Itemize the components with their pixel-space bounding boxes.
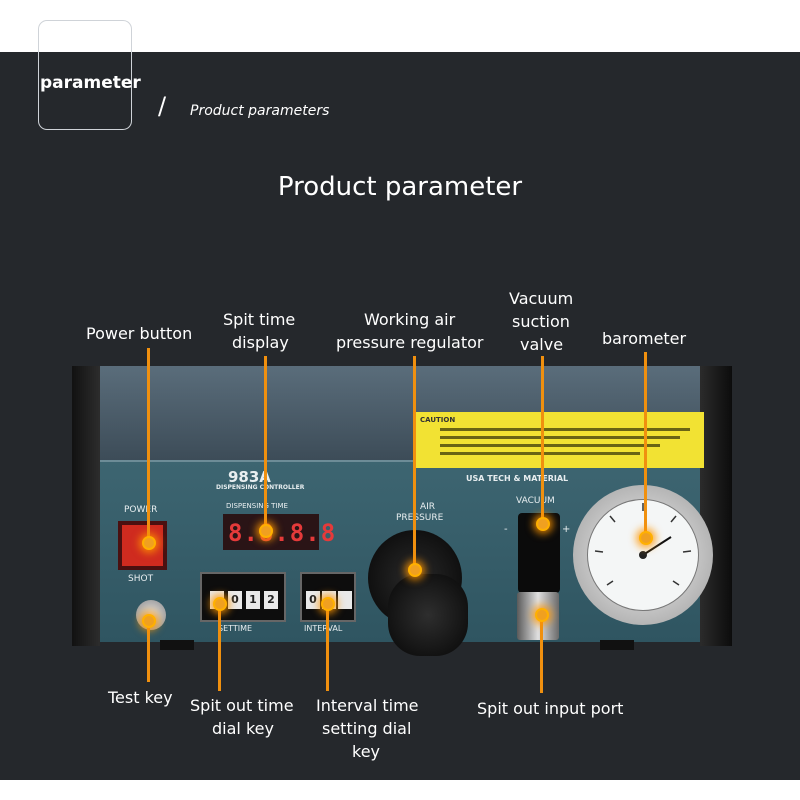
- callout-vacuum-valve-line-3: valve: [520, 335, 564, 354]
- set-time-label: SETTIME: [218, 624, 253, 633]
- callout-power-button: Power button: [86, 324, 193, 343]
- callout-interval-dial-line-1: Interval time: [316, 696, 419, 715]
- power-label: POWER: [124, 505, 158, 515]
- device-right-side: [700, 366, 732, 646]
- warning-sticker-title: CAUTION: [420, 416, 456, 424]
- parameter-tab[interactable]: [38, 20, 132, 130]
- vacuum-label: VACUUM: [516, 496, 555, 506]
- callout-air-regulator-line-2: pressure regulator: [336, 333, 484, 352]
- marker-spit-out-port: [535, 608, 549, 622]
- dial-digit[interactable]: [338, 591, 352, 609]
- breadcrumb-subtitle: Product parameters: [190, 103, 330, 119]
- warning-sticker: [416, 412, 704, 468]
- display-label: DISPENSING TIME: [226, 502, 288, 510]
- marker-interval-dial: [321, 597, 335, 611]
- device-foot-right: [600, 640, 634, 650]
- display-digits: 8.8.8.8: [228, 519, 337, 547]
- callout-spit-time-display-line-2: display: [232, 333, 289, 352]
- marker-power-button: [142, 536, 156, 550]
- callout-vacuum-valve-line-2: suction: [512, 312, 570, 331]
- callout-vacuum-valve-line-1: Vacuum: [509, 289, 574, 308]
- leader-test-key: [147, 622, 150, 682]
- dial-digit[interactable]: 1: [246, 591, 260, 609]
- marker-air-regulator: [408, 563, 422, 577]
- page-title: Product parameter: [277, 172, 523, 202]
- warning-text-line: [440, 444, 660, 447]
- interval-label: INTERVAL: [304, 624, 343, 633]
- model-subtitle: DISPENSING CONTROLLER: [216, 484, 305, 491]
- air-label-line-1: AIR: [420, 502, 436, 512]
- callout-spit-time-display-line-1: Spit time: [223, 310, 296, 329]
- air-label-line-2: PRESSURE: [396, 513, 444, 523]
- callout-barometer: barometer: [602, 329, 687, 348]
- callout-interval-dial-line-3: key: [352, 742, 381, 761]
- marker-spit-time-display: [259, 524, 273, 538]
- warning-text-line: [440, 452, 640, 455]
- marker-barometer: [639, 531, 653, 545]
- callout-air-regulator-line-1: Working air: [364, 310, 456, 329]
- callout-spit-out-port: Spit out input port: [477, 699, 624, 718]
- model-number: 983A: [228, 468, 271, 486]
- dial-digit[interactable]: 0: [228, 591, 242, 609]
- device-foot-left: [160, 640, 194, 650]
- device-left-side: [72, 366, 100, 646]
- marker-test-key: [142, 614, 156, 628]
- breadcrumb-separator: /: [158, 92, 167, 120]
- callout-spit-out-time-dial-line-1: Spit out time: [190, 696, 294, 715]
- brand-line: USA TECH & MATERIAL: [466, 474, 569, 483]
- leader-barometer: [644, 352, 647, 538]
- leader-spit-out-port: [540, 615, 543, 693]
- warning-text-line: [440, 436, 680, 439]
- dial-digit[interactable]: 2: [264, 591, 278, 609]
- regulator-knob[interactable]: [388, 574, 468, 656]
- parameter-tab-label: parameter: [40, 73, 141, 93]
- bottom-white-strip: [0, 780, 800, 800]
- leader-vacuum-valve: [541, 356, 544, 524]
- leader-spit-out-time-dial: [218, 605, 221, 691]
- vacuum-plus-label: +: [562, 524, 571, 535]
- leader-power-button: [147, 348, 150, 543]
- barometer-dial-marks: [594, 503, 692, 586]
- callout-test-key: Test key: [108, 688, 173, 707]
- leader-air-regulator: [413, 356, 416, 570]
- dial-digit[interactable]: 0: [306, 591, 320, 609]
- callout-spit-out-time-dial-line-2: dial key: [212, 719, 274, 738]
- shot-label: SHOT: [128, 574, 154, 584]
- leader-spit-time-display: [264, 356, 267, 531]
- leader-interval-dial: [326, 605, 329, 691]
- callout-interval-dial-line-2: setting dial: [322, 719, 412, 738]
- vacuum-minus-label: -: [504, 524, 508, 535]
- top-white-strip: [0, 0, 800, 52]
- warning-text-line: [440, 428, 690, 431]
- marker-vacuum-valve: [536, 517, 550, 531]
- marker-spit-out-time-dial: [213, 597, 227, 611]
